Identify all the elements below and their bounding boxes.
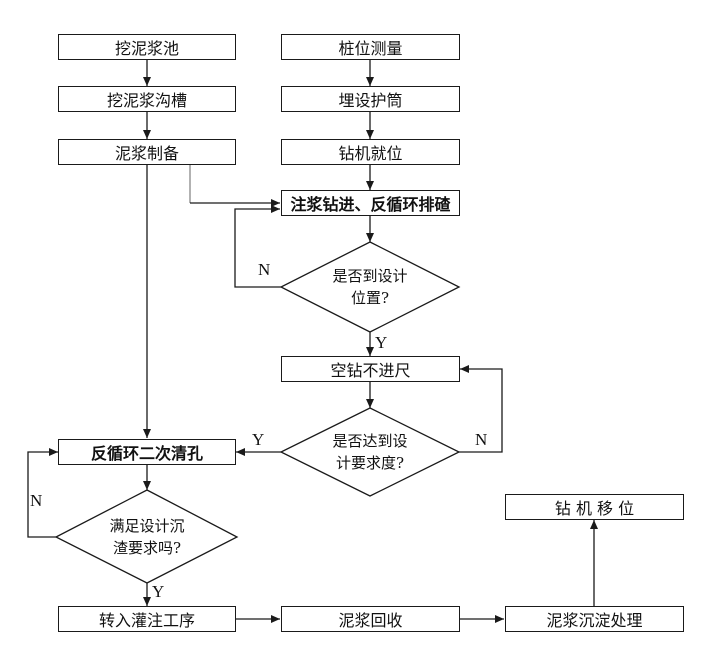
node-grout-drill: 注浆钻进、反循环排碴 bbox=[281, 190, 460, 216]
edge-check1-no bbox=[234, 205, 281, 288]
node-rig-move: 钻 机 移 位 bbox=[505, 494, 684, 520]
edge-check2-no bbox=[459, 365, 503, 453]
node-idle-drill: 空钻不进尺 bbox=[281, 356, 460, 382]
decision-position-line1: 是否到设计 bbox=[332, 267, 408, 285]
label-y-position: Y bbox=[375, 333, 388, 352]
label-n-sediment: N bbox=[30, 491, 43, 510]
decision-position-line2: 位置? bbox=[350, 289, 390, 307]
node-slurry-recycle: 泥浆回收 bbox=[281, 606, 460, 632]
decision-depth-line1: 是否达到设 bbox=[332, 432, 408, 450]
node-to-pour: 转入灌注工序 bbox=[58, 606, 236, 632]
decision-diamond-position bbox=[279, 241, 461, 333]
node-dig-trench: 挖泥浆沟槽 bbox=[58, 86, 236, 112]
decision-sediment-line2: 渣要求吗? bbox=[112, 539, 182, 557]
node-rig-position: 钻机就位 bbox=[281, 139, 460, 165]
decision-position-text: 是否到设计 位置? bbox=[310, 265, 430, 309]
decision-depth-text: 是否达到设 计要求度? bbox=[310, 430, 430, 474]
label-n-position: N bbox=[258, 260, 271, 279]
decision-diamond-depth bbox=[279, 407, 461, 497]
node-dig-pit: 挖泥浆池 bbox=[58, 34, 236, 60]
decision-sediment-text: 满足设计沉 渣要求吗? bbox=[87, 515, 207, 559]
label-y-sediment: Y bbox=[152, 582, 165, 601]
node-slurry-prep: 泥浆制备 bbox=[58, 139, 236, 165]
edge-check3-no bbox=[27, 448, 58, 538]
node-second-clean: 反循环二次清孔 bbox=[58, 439, 236, 465]
node-pile-survey: 桩位测量 bbox=[281, 34, 460, 60]
decision-depth-line2: 计要求度? bbox=[335, 454, 405, 472]
node-bury-casing: 埋设护筒 bbox=[281, 86, 460, 112]
label-y-depth: Y bbox=[252, 430, 265, 449]
decision-diamond-sediment bbox=[54, 489, 239, 584]
node-slurry-settle: 泥浆沉淀处理 bbox=[505, 606, 684, 632]
decision-sediment-line1: 满足设计沉 bbox=[109, 517, 185, 535]
label-n-depth: N bbox=[475, 430, 488, 449]
